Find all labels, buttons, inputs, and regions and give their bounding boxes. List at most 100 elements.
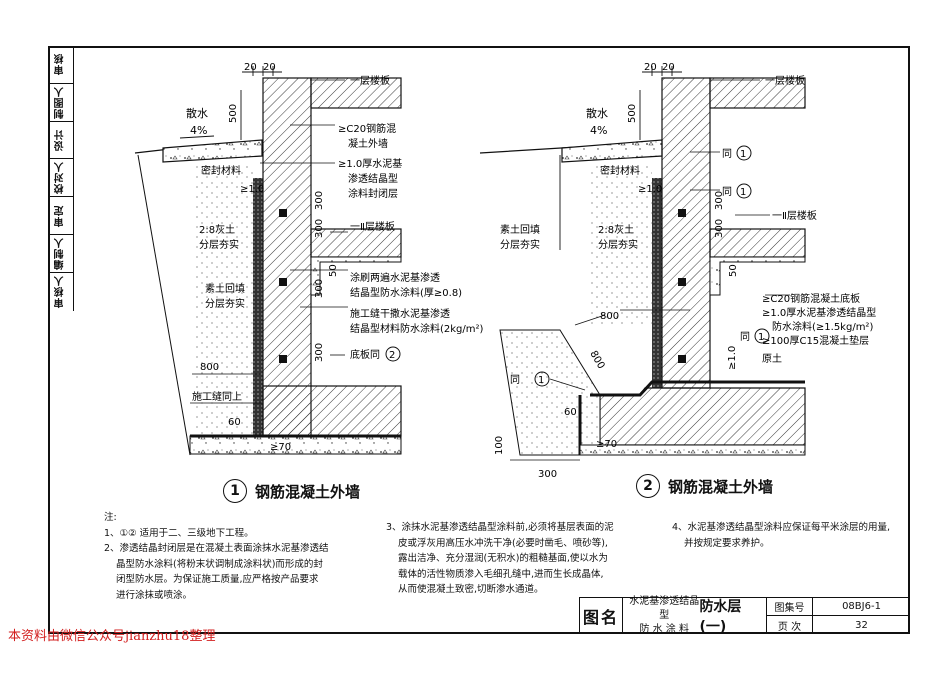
watermark-text: 本资料由微信公众号jianzhu18整理	[8, 629, 216, 644]
slab-edge	[310, 256, 402, 296]
dim-text: ≥70	[596, 439, 617, 450]
label-lime1: 2:8灰土	[598, 223, 634, 236]
label-same: 同	[740, 331, 750, 343]
label-brush1: 涂刷两遍水泥基渗透	[350, 271, 440, 284]
slope-label: 4%	[590, 124, 607, 137]
sump-soil	[499, 329, 601, 456]
excavation-line	[137, 154, 191, 456]
apron	[162, 139, 263, 163]
dim-text: 20	[644, 62, 657, 73]
dim-text: 300	[314, 219, 325, 238]
atlas-value: 08BJ6-1	[813, 598, 910, 616]
note-3-cont: 载体的活性物质渗入毛细孔缝中,进而生长成晶体,	[398, 568, 604, 580]
note-3: 3、涂抹水泥基渗透结晶型涂料前,必须将基层表面的泥	[386, 522, 614, 533]
base-slab	[599, 387, 806, 446]
detail-2-labels: 20 20 500 散水 4% 一层楼板 同 1 同 1 密封材料 ≥1.0 素…	[494, 62, 876, 480]
ref-circle-text: 1	[740, 187, 746, 198]
label-fill2: 分层夯实	[500, 238, 540, 251]
label-lime2: 分层夯实	[199, 238, 239, 251]
label-bottom5: 原土	[762, 352, 782, 365]
label-bottom4: ≥100厚C15混凝土垫层	[762, 334, 869, 347]
label-same: 同	[722, 148, 732, 160]
label-c20b: 凝土外墙	[348, 137, 388, 150]
caption-number: 2	[636, 474, 660, 498]
label-bottom2: ≥1.0厚水泥基渗透结晶型	[762, 306, 876, 319]
notes-middle: 3、涂抹水泥基渗透结晶型涂料前,必须将基层表面的泥 皮或浮灰用高压水冲洗干净(必…	[386, 520, 666, 598]
base-coating	[590, 380, 805, 397]
label-joint-same: 施工缝同上	[192, 390, 242, 403]
dim-text: ≥70	[270, 442, 291, 453]
dim-text: ≥1.0	[638, 184, 662, 195]
label-same: 同	[722, 186, 732, 198]
dim-text: 300	[314, 191, 325, 210]
note-4-cont: 并按规定要求养护。	[684, 537, 770, 549]
dim-text: ≥1.0	[727, 346, 738, 370]
ref-circle-text: 1	[758, 332, 764, 343]
dim-text: 500	[228, 104, 239, 123]
approval-sidebar: 审核 制图人 设计 校对人 审定 编制人 审核人	[48, 46, 74, 311]
apron-label: 散水	[586, 106, 608, 120]
title-block-title: 水泥基渗透结晶型 防 水 涂 料 防水层(一)	[623, 596, 767, 635]
caption-text: 钢筋混凝土外墙	[668, 477, 774, 496]
ref-circle-text: 2	[389, 350, 395, 361]
detail-2: 20 20 500 散水 4% 一层楼板 同 1 同 1 密封材料 ≥1.0 素…	[479, 62, 876, 480]
label-floor1: 一层楼板	[350, 74, 390, 87]
dim-text: 300	[714, 219, 725, 238]
slope-label: 4%	[190, 124, 207, 137]
label-brush2: 结晶型防水涂料(厚≥0.8)	[350, 286, 462, 299]
joint-marker	[279, 355, 287, 363]
note-2: 2、渗透结晶封闭层是在混凝土表面涂抹水泥基渗透结	[104, 543, 329, 554]
note-4: 4、水泥基渗透结晶型涂料应保证每平米涂层的用量,	[672, 522, 891, 533]
label-joint2: 结晶型材料防水涂料(2kg/m²)	[350, 322, 484, 335]
dim-text: 300	[538, 469, 557, 480]
label-same: 同	[510, 374, 520, 386]
label-coat3: 涂料封闭层	[348, 187, 398, 200]
sidebar-cell: 制图人	[48, 84, 73, 122]
page-value: 32	[855, 619, 868, 631]
page-label: 页 次	[767, 616, 813, 634]
coating-layer	[652, 178, 662, 388]
joint-marker	[678, 278, 686, 286]
sidebar-cell: 审核	[48, 46, 73, 84]
label-b2: 一Ⅱ层楼板	[350, 220, 395, 233]
detail-1: 20 20 500 散水 4% 一层楼板 ≥C20钢筋混 凝土外墙 ≥1.0厚水…	[134, 62, 484, 456]
sidebar-cell: 编制人	[48, 235, 73, 273]
dim-text: 800	[587, 349, 606, 371]
note-1: 1、①② 适用于二、三级地下工程。	[104, 527, 254, 539]
sidebar-cell: 审定	[48, 197, 73, 235]
title-line-3: 防水层(一)	[699, 599, 742, 635]
dim-text: ≥1.0	[240, 184, 264, 195]
floor-slab-b2	[709, 228, 806, 258]
joint-marker	[279, 278, 287, 286]
label-fill2: 分层夯实	[205, 297, 245, 310]
label-bottom1: ≥C20钢筋混凝土底板	[762, 292, 860, 305]
sidebar-cell: 设计	[48, 122, 73, 160]
dim-text: 300	[714, 191, 725, 210]
dim-text: 800	[600, 311, 619, 322]
dim-text: 60	[564, 407, 577, 418]
title-block-meta: 图集号 08BJ6-1 页 次 32	[767, 598, 910, 634]
note-2-cont: 进行涂抹或喷涂。	[116, 589, 193, 601]
wall	[262, 77, 312, 437]
note-2-cont: 闭型防水层。为保证施工质量,应严格按产品要求	[116, 574, 319, 585]
drawing-frame	[48, 46, 910, 634]
floor-slab-1	[709, 77, 806, 109]
notes-heading: 注:	[104, 512, 117, 523]
backfill-zone	[590, 165, 652, 325]
label-b2: 一Ⅱ层楼板	[772, 209, 817, 222]
apron-label: 散水	[186, 106, 208, 120]
label-fill1: 素土回填	[205, 282, 245, 295]
label-base: 底板同	[350, 348, 380, 361]
label-coat1: ≥1.0厚水泥基	[338, 157, 402, 170]
cushion-layer	[579, 444, 806, 456]
note-3-cont: 皮或浮灰用高压水冲洗干净(必要时凿毛、喷砂等),	[398, 537, 608, 549]
caption-number: 1	[223, 479, 247, 503]
apron	[561, 139, 663, 163]
coating-layer	[253, 178, 263, 436]
dim-text: 500	[627, 104, 638, 123]
title-line-2: 防 水 涂 料	[639, 624, 689, 635]
dim-text: 100	[494, 436, 505, 455]
label-lime2: 分层夯实	[598, 238, 638, 251]
ref-circle-text: 1	[740, 149, 746, 160]
label-fill1: 素土回填	[500, 223, 540, 236]
